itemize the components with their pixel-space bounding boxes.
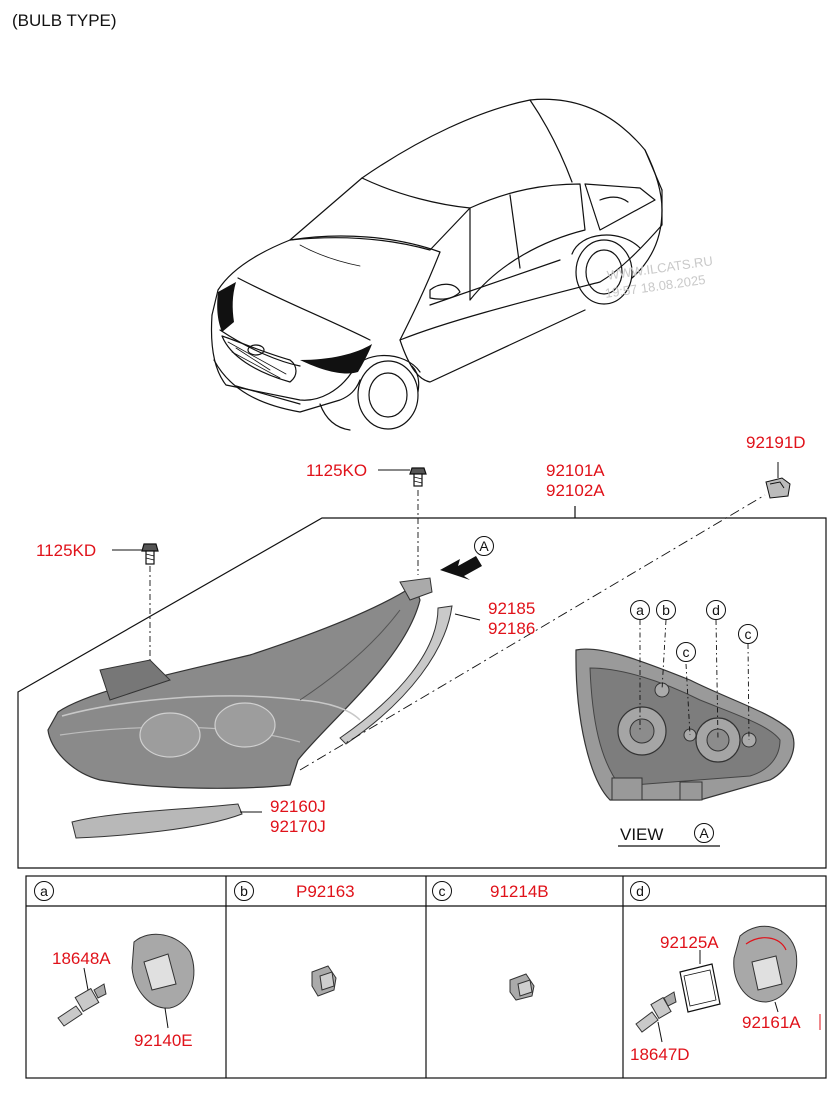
part-label-92125a[interactable]: 92125A [660, 933, 719, 952]
assembly-frame [17, 506, 827, 869]
bulb-18648a-icon [57, 983, 107, 1027]
part-label-92185[interactable]: 92185 [488, 599, 536, 618]
part-label-92102a[interactable]: 92102A [546, 481, 605, 500]
diagram-title: (BULB TYPE) [12, 11, 117, 30]
view-callout-d: d [706, 600, 726, 620]
part-label-92101a[interactable]: 92101A [546, 461, 605, 480]
screw-top-icon [409, 467, 427, 575]
screw-left-icon [141, 543, 159, 660]
part-label-92191d[interactable]: 92191D [746, 433, 806, 452]
table-key-b: b [234, 881, 254, 901]
view-arrow-icon [440, 556, 482, 580]
car-headlamp-right-marker [300, 344, 372, 374]
part-label-91214b[interactable]: 91214B [490, 882, 549, 901]
bulb-18647d-icon [635, 991, 677, 1033]
part-label-92186[interactable]: 92186 [488, 619, 536, 638]
table-key-c: c [432, 881, 452, 901]
view-a-illustration [575, 619, 795, 847]
arrow-ref-circle: A [474, 536, 494, 556]
part-label-1125ko[interactable]: 1125KO [306, 461, 368, 480]
part-label-18647d[interactable]: 18647D [630, 1045, 690, 1064]
view-label: VIEW [620, 825, 664, 844]
bracket-icon [765, 477, 791, 499]
headlamp-assembly-icon [47, 577, 433, 789]
socket-p92163-icon [311, 965, 337, 997]
car-headlamp-left-marker [217, 282, 236, 332]
parts-table-grid [25, 875, 827, 1079]
table-key-a: a [34, 881, 54, 901]
part-label-p92163[interactable]: P92163 [296, 882, 355, 901]
part-label-92140e[interactable]: 92140E [134, 1031, 193, 1050]
view-callout-b: b [656, 600, 676, 620]
part-label-92160j[interactable]: 92160J [270, 797, 326, 816]
gasket-92125a-icon [679, 963, 721, 1013]
view-callout-a: a [630, 600, 650, 620]
view-ref-circle: A [694, 823, 714, 843]
view-callout-c2: c [738, 624, 758, 644]
part-label-92170j[interactable]: 92170J [270, 817, 326, 836]
socket-cap-92140e-icon [131, 933, 195, 1009]
table-key-d: d [630, 881, 650, 901]
car-illustration [210, 98, 663, 431]
part-label-18648a[interactable]: 18648A [52, 949, 111, 968]
cap-92161a-icon [733, 925, 798, 1003]
view-callout-c: c [676, 642, 696, 662]
garnish-strip-icon [339, 605, 453, 745]
lower-strip-icon [71, 803, 243, 839]
part-label-92161a[interactable]: 92161A [742, 1013, 801, 1032]
socket-91214b-icon [509, 973, 535, 1001]
part-label-1125kd[interactable]: 1125KD [36, 541, 97, 560]
